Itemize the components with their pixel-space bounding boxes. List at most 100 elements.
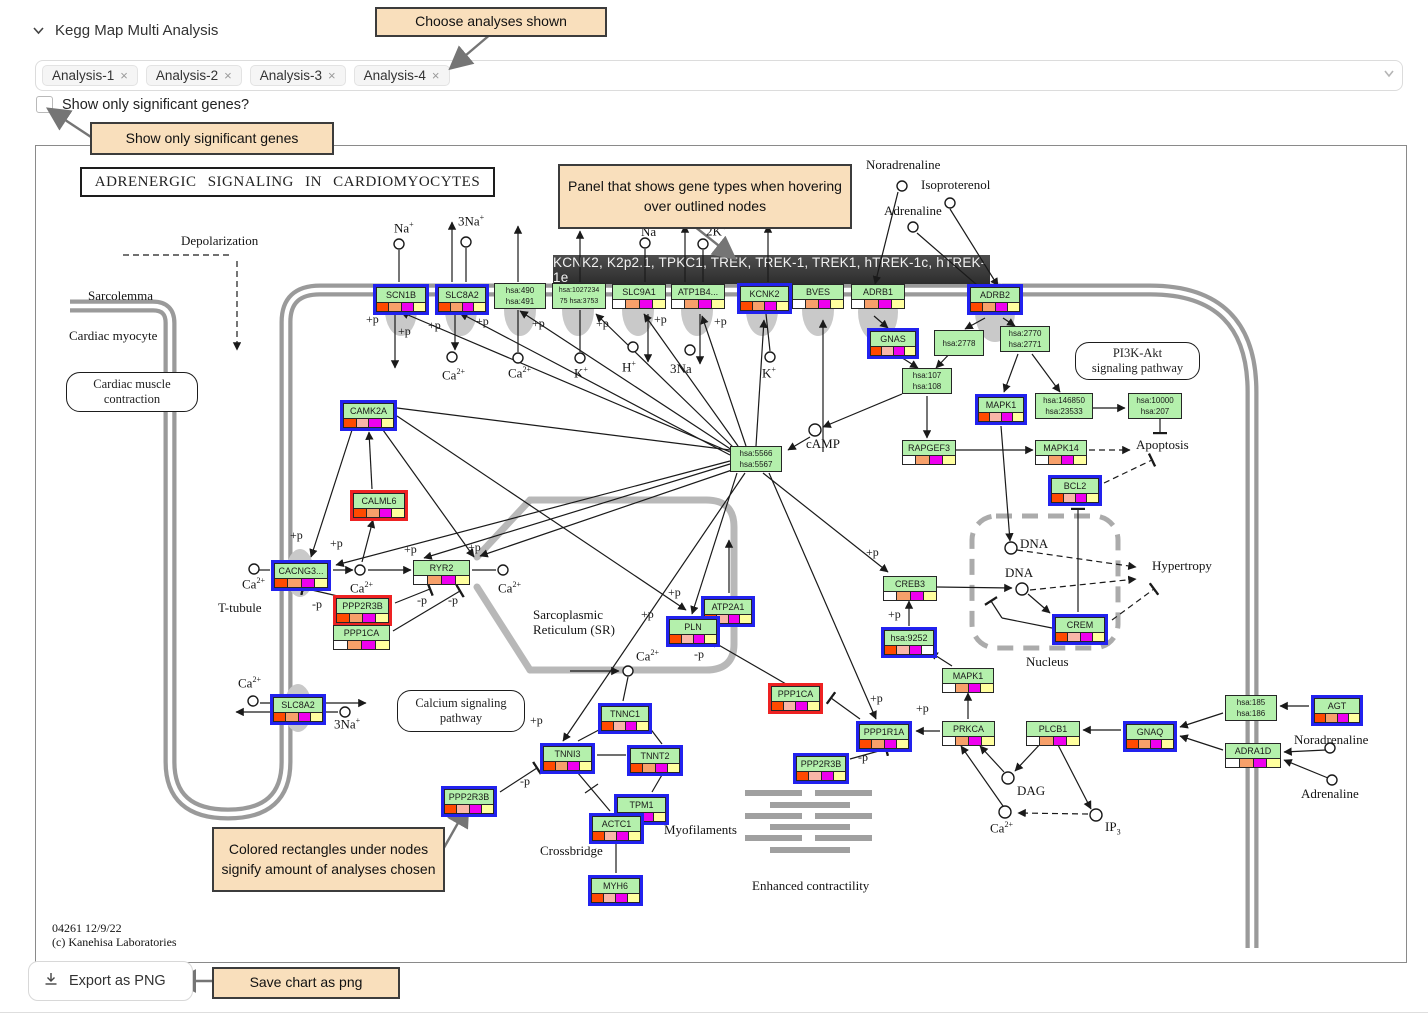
gene-node-TNNC1[interactable]: TNNC1 (598, 703, 652, 734)
analysis-color-bar (612, 300, 666, 309)
gene-node-label: MAPK1 (978, 397, 1024, 413)
analysis-tag-label: Analysis-2 (155, 68, 219, 83)
gene-node-label: TPM1 (617, 797, 666, 813)
gene-node-BVES[interactable]: BVES (792, 284, 844, 309)
analysis-multiselect[interactable]: Analysis-1×Analysis-2×Analysis-3×Analysi… (35, 60, 1403, 91)
analysis-color-bar (740, 302, 789, 311)
remove-tag-icon[interactable]: × (328, 68, 336, 83)
pathway-box-calcium-signaling[interactable]: Calcium signaling pathway (397, 690, 525, 732)
analysis-color-bar (859, 740, 909, 749)
analysis-color-bar (1225, 759, 1281, 768)
gene-node-label: GNAS (870, 331, 916, 347)
export-png-button[interactable]: Export as PNG (28, 961, 193, 1001)
gene-node-PPP1CA[interactable]: PPP1CA (333, 625, 390, 650)
gene-node-label: CACNG3... (274, 563, 328, 579)
gene-node-ATP1B4-[interactable]: ATP1B4... (671, 284, 725, 309)
gene-node-ADRA1D[interactable]: ADRA1D (1225, 743, 1281, 768)
analysis-color-bar (1051, 494, 1099, 503)
analysis-color-bar (601, 722, 649, 731)
gene-node-MAPK1[interactable]: MAPK1 (942, 668, 994, 693)
gene-node-GNAS[interactable]: GNAS (867, 328, 919, 359)
gene-node-label: PRKCA (942, 721, 995, 737)
analysis-color-bar (978, 413, 1024, 422)
gene-node-label: hsa:107 hsa:108 (902, 368, 952, 394)
gene-node-hsa-5566-hsa-5567[interactable]: hsa:5566 hsa:5567 (730, 446, 782, 472)
callout-show-significant: Show only significant genes (90, 122, 334, 155)
gene-node-CREB3[interactable]: CREB3 (883, 576, 937, 601)
callout-save-chart: Save chart as png (212, 967, 400, 999)
gene-node-hsa-10000-hsa-207[interactable]: hsa:10000 hsa:207 (1128, 393, 1182, 419)
gene-node-SLC8A2[interactable]: SLC8A2 (435, 284, 489, 315)
gene-node-CAMK2A[interactable]: CAMK2A (340, 400, 397, 431)
remove-tag-icon[interactable]: × (120, 68, 128, 83)
analysis-color-bar (444, 805, 494, 814)
pathway-box-cardiac-muscle-contraction[interactable]: Cardiac muscle contraction (66, 372, 198, 412)
analysis-color-bar (870, 347, 916, 356)
gene-node-hsa-490-hsa-491[interactable]: hsa:490 hsa:491 (494, 283, 546, 309)
gene-node-ADRB1[interactable]: ADRB1 (851, 284, 905, 309)
gene-node-MYH6[interactable]: MYH6 (588, 875, 643, 906)
gene-node-MAPK1[interactable]: MAPK1 (975, 394, 1027, 425)
gene-node-label: hsa:5566 hsa:5567 (730, 446, 782, 472)
gene-node-PPP2R3B[interactable]: PPP2R3B (441, 786, 497, 817)
gene-node-label: CREB3 (883, 576, 937, 592)
gene-node-hsa-107-hsa-108[interactable]: hsa:107 hsa:108 (902, 368, 952, 394)
gene-node-BCL2[interactable]: BCL2 (1048, 475, 1102, 506)
gene-node-hsa-1027234-75-hsa-3753[interactable]: hsa:1027234 75 hsa:3753 (552, 283, 606, 309)
gene-node-label: PPP1CA (771, 686, 820, 702)
gene-node-hsa-2770-hsa-2771[interactable]: hsa:2770 hsa:2771 (1000, 326, 1050, 352)
pathway-box-pi3k-akt[interactable]: PI3K-Akt signaling pathway (1075, 342, 1200, 380)
gene-node-MAPK14[interactable]: MAPK14 (1035, 440, 1087, 465)
gene-node-KCNK2[interactable]: KCNK2 (737, 283, 792, 314)
analysis-color-bar (413, 576, 470, 585)
gene-node-AGT[interactable]: AGT (1311, 695, 1363, 726)
gene-node-PPP1CA[interactable]: PPP1CA (768, 683, 823, 714)
analysis-tag[interactable]: Analysis-3× (249, 65, 346, 86)
gene-node-label: hsa:9252 (884, 630, 934, 646)
analysis-tag[interactable]: Analysis-1× (42, 65, 138, 86)
gene-node-SLC8A2[interactable]: SLC8A2 (270, 694, 326, 725)
gene-node-RAPGEF3[interactable]: RAPGEF3 (902, 440, 956, 465)
gene-node-ACTC1[interactable]: ACTC1 (589, 813, 644, 844)
gene-node-hsa-2778[interactable]: hsa:2778 (934, 330, 984, 356)
remove-tag-icon[interactable]: × (431, 68, 440, 83)
gene-node-GNAQ[interactable]: GNAQ (1123, 721, 1177, 752)
significant-genes-checkbox[interactable] (36, 96, 53, 113)
gene-node-ADRB2[interactable]: ADRB2 (967, 284, 1023, 315)
panel-title: Kegg Map Multi Analysis (55, 22, 219, 39)
gene-node-label: MAPK1 (942, 668, 994, 684)
chevron-down-icon[interactable] (1382, 66, 1396, 85)
gene-node-CALML6[interactable]: CALML6 (350, 490, 408, 521)
gene-node-PRKCA[interactable]: PRKCA (942, 721, 995, 746)
gene-node-label: KCNK2 (740, 286, 789, 302)
gene-node-label: MAPK14 (1035, 440, 1087, 456)
analysis-color-bar (333, 641, 390, 650)
gene-node-RYR2[interactable]: RYR2 (413, 560, 470, 585)
gene-node-PPP2R3B[interactable]: PPP2R3B (793, 753, 849, 784)
analysis-color-bar (336, 614, 389, 623)
analysis-tag[interactable]: Analysis-4× (353, 65, 450, 86)
gene-node-label: ADRA1D (1225, 743, 1281, 759)
gene-node-PPP2R3B[interactable]: PPP2R3B (333, 595, 392, 626)
gene-node-hsa-185-hsa-186[interactable]: hsa:185 hsa:186 (1225, 695, 1277, 721)
gene-node-hsa-9252[interactable]: hsa:9252 (881, 627, 937, 658)
gene-node-SLC9A1[interactable]: SLC9A1 (612, 284, 666, 309)
collapse-chevron-icon[interactable] (32, 24, 45, 37)
analysis-color-bar (1026, 737, 1080, 746)
analysis-color-bar (851, 300, 905, 309)
gene-node-CACNG3-[interactable]: CACNG3... (271, 560, 331, 591)
analysis-color-bar (376, 303, 426, 312)
gene-node-TNNT2[interactable]: TNNT2 (627, 745, 683, 776)
gene-node-PLCB1[interactable]: PLCB1 (1026, 721, 1080, 746)
gene-node-PLN[interactable]: PLN (666, 616, 720, 647)
gene-node-PPP1R1A[interactable]: PPP1R1A (856, 721, 912, 752)
gene-node-label: PPP2R3B (796, 756, 846, 772)
analysis-tag[interactable]: Analysis-2 × (145, 65, 242, 86)
remove-tag-icon[interactable]: × (224, 68, 232, 83)
gene-node-CREM[interactable]: CREM (1052, 614, 1108, 645)
gene-node-TNNI3[interactable]: TNNI3 (540, 743, 595, 774)
gene-node-hsa-146850-hsa-23533[interactable]: hsa:146850 hsa:23533 (1035, 393, 1093, 419)
gene-node-SCN1B[interactable]: SCN1B (373, 284, 429, 315)
gene-node-label: PLCB1 (1026, 721, 1080, 737)
gene-node-label: SLC8A2 (273, 697, 323, 713)
